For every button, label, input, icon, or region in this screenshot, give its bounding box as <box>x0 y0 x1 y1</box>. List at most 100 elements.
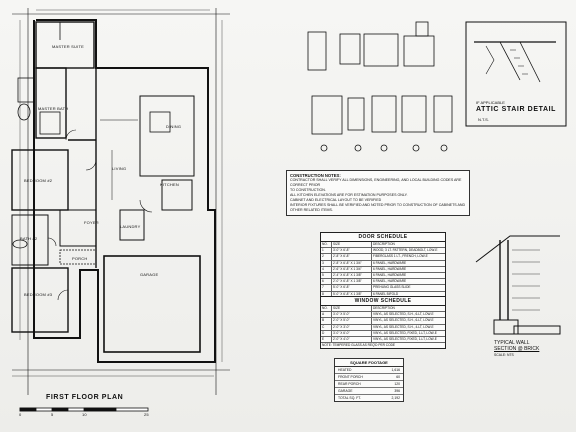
cell: 3 <box>321 260 332 266</box>
scale-bar <box>19 407 149 412</box>
window-schedule-note: NOTE: TEMPERED GLASS AS REQ'D PER CODE <box>322 343 395 348</box>
cell: TOTAL SQ. FT. <box>338 396 361 400</box>
cell: 3'-0" X 6'-0" <box>332 330 372 336</box>
room-label-living: LIVING <box>112 166 127 171</box>
room-label-master-suite: MASTER SUITE <box>52 44 84 49</box>
cell: 6 <box>321 279 332 285</box>
plan-title: FIRST FLOOR PLAN <box>46 394 124 401</box>
cell: VINYL, AS SELECTED, S.H., 4-LT, LOW-E <box>373 324 434 329</box>
window-schedule-header: NO. SIZE DESCRIPTION <box>321 306 445 313</box>
window-schedule-title: WINDOW SCHEDULE <box>321 297 445 306</box>
cell: A <box>321 312 332 318</box>
cell: 6 PANEL, HARDWARE <box>373 272 407 277</box>
cell: 2'-0" X 5'-0" <box>332 318 372 324</box>
cell: 396 <box>394 389 400 393</box>
cell: VINYL, AS SELECTED, S.H., 6-LT, LOW-E <box>373 318 434 323</box>
cell: 1 <box>321 248 332 254</box>
table-row: TOTAL SQ. FT. 2,192 <box>335 395 403 401</box>
construction-note-line: OTHER RELATED ITEMS. <box>290 208 333 212</box>
square-footage-title: SQUARE FOOTAGE <box>335 359 403 367</box>
wall-section-title-2: SECTION @ BRICK <box>494 346 540 352</box>
cell: B <box>321 318 332 324</box>
construction-note-line: ALL KITCHEN ELEVATIONS ARE FOR ESTIMATIO… <box>290 193 408 197</box>
scale-tick-25: 25 <box>144 412 149 417</box>
cell: FIBERGLASS 1 LT., FRENCH, LOW-E <box>373 254 428 259</box>
room-label-porch: PORCH <box>72 256 88 261</box>
scale-tick-5: 5 <box>51 412 54 417</box>
cell: 2'-6" X 6'-8" X 1 3/4" <box>332 266 372 272</box>
cell: 6 PANEL, HARDWARE <box>373 266 407 271</box>
door-schedule-title: DOOR SCHEDULE <box>321 233 445 242</box>
room-label-bath-2: BATH #2 <box>20 236 38 241</box>
cell: 2'-0" X 4'-0" <box>332 336 372 343</box>
room-label-foyer: FOYER <box>84 220 99 225</box>
cell: 2'-4" X 6'-8" X 1 3/8" <box>332 272 372 279</box>
cell: VINYL, AS SELECTED, FIXED, 1-LT, LOW-E <box>373 330 437 335</box>
wall-section-title-1: TYPICAL WALL <box>494 340 530 346</box>
cell: 2,192 <box>391 396 401 400</box>
col-header: DESCRIPTION <box>373 306 395 310</box>
cell: 3'-0" X 6'-8" <box>332 248 372 254</box>
cell: 8 <box>321 291 332 297</box>
cell: 3'-0" X 5'-0" <box>332 312 372 318</box>
cell: REAR PORCH <box>338 382 361 386</box>
attic-note: IF APPLICABLE <box>476 100 505 105</box>
cell: 2'-8" X 6'-8" <box>332 254 372 260</box>
cell: 2 <box>321 254 332 260</box>
cell: D <box>321 330 332 336</box>
room-label-bedroom-2: BEDROOM #2 <box>24 178 53 183</box>
col-header: DESCRIPTION <box>373 242 395 246</box>
room-label-garage: GARAGE <box>140 272 159 277</box>
col-header: NO. <box>321 306 332 312</box>
wall-section-scale: SCALE: NTS <box>494 353 514 357</box>
room-label-master-bath: MASTER BATH <box>38 106 69 111</box>
table-row: NOTE: TEMPERED GLASS AS REQ'D PER CODE <box>321 343 445 348</box>
cell: 5 <box>321 272 332 279</box>
cell: 120 <box>394 382 400 386</box>
scale-tick-10: 10 <box>82 412 87 417</box>
table-row: HEATED 1,616 <box>335 367 403 374</box>
construction-note-line: TO CONSTRUCTION. <box>290 188 326 192</box>
col-header: NO. <box>321 242 332 248</box>
cell: WOOD, 3 LT. PATTERN, DEADBOLT, LOW-E <box>373 248 438 253</box>
col-header: SIZE <box>332 242 372 248</box>
cell: 5'-0" X 6'-8" X 1 3/8" <box>332 291 372 297</box>
construction-notes: CONSTRUCTION NOTES: CONTRACTOR SHALL VER… <box>286 170 470 216</box>
attic-scale: N.T.S. <box>478 117 489 122</box>
construction-notes-title: CONSTRUCTION NOTES: <box>290 173 341 178</box>
cell: 7 <box>321 285 332 291</box>
cell: 6 PANEL, HARDWARE <box>373 260 407 265</box>
cell: 5'-0" X 6'-8" <box>332 285 372 291</box>
cell: 6 PANEL, HARDWARE <box>373 279 407 284</box>
room-label-dining: DINING <box>166 124 182 129</box>
cell: 1,616 <box>391 368 401 372</box>
cell: 2'-0" X 3'-0" <box>332 324 372 330</box>
table-row: REAR PORCH 120 <box>335 381 403 388</box>
room-label-laundry: LAUNDRY <box>120 224 141 229</box>
cell: HEATED <box>338 368 352 372</box>
cell: C <box>321 324 332 330</box>
cell: VINYL, AS SELECTED, FIXED, 1-LT, LOW-E <box>373 336 437 341</box>
room-label-kitchen: KITCHEN <box>160 182 179 187</box>
construction-note-line: INTERIOR FIXTURES SHALL BE VERIFIED AND … <box>290 203 466 207</box>
scale-tick-0: 0 <box>19 412 22 417</box>
cell: 2'-0" X 6'-8" X 1 3/8" <box>332 279 372 285</box>
cell: PREHUNG GLASS SLIDE <box>373 285 411 290</box>
door-schedule-header: NO. SIZE DESCRIPTION <box>321 242 445 249</box>
room-label-bedroom-3: BEDROOM #3 <box>24 292 53 297</box>
cell: 2'-8" X 6'-8" X 1 3/4" <box>332 260 372 266</box>
cell: 4 <box>321 266 332 272</box>
